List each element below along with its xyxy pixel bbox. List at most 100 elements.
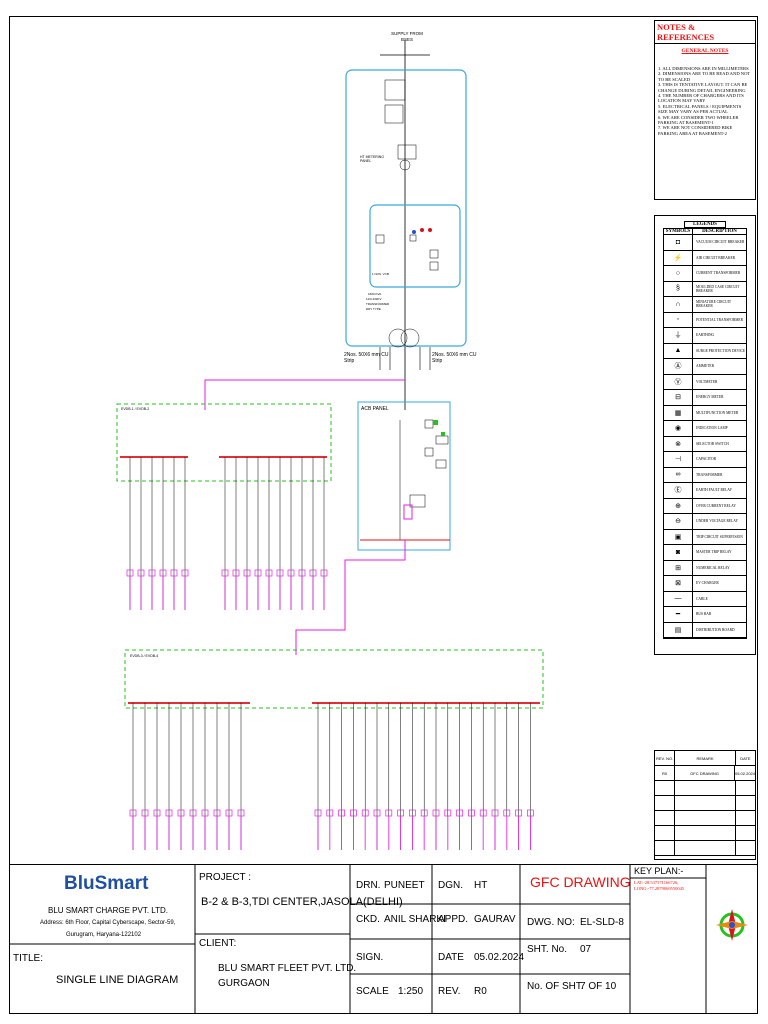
svg-text:Strip: Strip bbox=[344, 358, 355, 364]
drn-label: DRN. bbox=[356, 880, 381, 891]
svg-text:TRANSFORMER: TRANSFORMER bbox=[366, 302, 390, 306]
legend-description: VOLTMETER bbox=[696, 379, 718, 384]
revision-empty-row bbox=[655, 826, 755, 841]
client-label: CLIENT: bbox=[199, 938, 237, 949]
legend-row: ⊞NUMERICAL RELAY bbox=[664, 560, 746, 576]
legend-row: ◦POTENTIAL TRANSFORMER bbox=[664, 312, 746, 328]
supply-label: SUPPLY FROM bbox=[391, 31, 423, 36]
revision-cell: GFC DRAWING bbox=[675, 766, 735, 780]
revision-cell bbox=[736, 811, 755, 825]
legend-description: SURGE PROTECTION DEVICE bbox=[696, 348, 746, 353]
legend-row: ⊟ENERGY METER bbox=[664, 390, 746, 406]
drawing-status: GFC DRAWING bbox=[530, 874, 631, 890]
legend-description: TRIP CIRCUIT SUPERVISION bbox=[696, 534, 743, 539]
ckd-value: ANIL SHARKI bbox=[384, 914, 446, 925]
legend-description: VACUUM CIRCUIT BREAKER bbox=[696, 240, 745, 245]
drn-value: PUNEET bbox=[384, 880, 425, 891]
note-item: 4. THE NUMBER OF CHARGERS AND ITS LOCATI… bbox=[658, 93, 744, 104]
dgn-label: DGN. bbox=[438, 880, 463, 891]
svg-text:2Nos. 50X6 mm CU: 2Nos. 50X6 mm CU bbox=[432, 352, 477, 358]
title-block bbox=[9, 864, 758, 1015]
legend-description: CURRENT TRANSFORMER bbox=[696, 271, 741, 276]
revision-cell bbox=[675, 781, 736, 795]
note-item: 5. ELECTRICAL PANELS / EQUIPMENTS SIZE M… bbox=[658, 103, 742, 115]
evdb-lower-label: EVDB-3 / EVDB-4 bbox=[130, 654, 158, 658]
ht-panel-label: HT METERING bbox=[360, 155, 384, 159]
legend-symbol-icon: ○ bbox=[664, 266, 693, 281]
legend-row: ▣TRIP CIRCUIT SUPERVISION bbox=[664, 529, 746, 545]
sht-label: SHT. No. bbox=[527, 944, 568, 955]
legend-symbol-icon: Ⓐ bbox=[664, 359, 693, 374]
legend-description: AIR CIRCUIT BREAKER bbox=[696, 255, 736, 260]
client-value-1: BLU SMART FLEET PVT. LTD. bbox=[218, 963, 357, 974]
revision-cell bbox=[675, 841, 736, 855]
legend-description: OVER CURRENT RELAY bbox=[696, 503, 736, 508]
revision-empty-row bbox=[655, 796, 755, 811]
legend-col-symbol: SYMBOLS bbox=[664, 229, 693, 234]
title-label: TITLE: bbox=[13, 953, 44, 964]
legend-row: ∞TRANSFORMER bbox=[664, 467, 746, 483]
client-value-2: GURGAON bbox=[218, 978, 270, 989]
revision-cell bbox=[736, 841, 755, 855]
revision-empty-row bbox=[655, 841, 755, 856]
legend-symbol-icon: ⏚ bbox=[664, 328, 693, 343]
legend-description: EARTH FAULT RELAY bbox=[696, 488, 733, 493]
legend-symbol-icon: ▲ bbox=[664, 343, 693, 358]
company-address-2: Gurugram, Haryana-122102 bbox=[66, 932, 142, 938]
legend-symbol-icon: ⊖ bbox=[664, 514, 693, 529]
date-label: DATE bbox=[438, 952, 464, 963]
svg-text:DRY TYPE: DRY TYPE bbox=[366, 307, 381, 311]
evdb-upper-enclosure bbox=[116, 403, 332, 482]
legend-row: —CABLE bbox=[664, 591, 746, 607]
company-logo: BluSmart bbox=[64, 873, 149, 894]
legend-row: ⏚EARTHING bbox=[664, 328, 746, 344]
svg-text:Strip: Strip bbox=[432, 358, 443, 364]
revision-cell bbox=[675, 826, 736, 840]
notes-box: NOTES & REFERENCES GENERAL NOTES 1. ALL … bbox=[654, 20, 756, 200]
revision-cell bbox=[655, 826, 676, 840]
legend-symbol-icon: ▦ bbox=[664, 405, 693, 420]
revision-cell: 05.02.2024 bbox=[734, 770, 756, 776]
revision-cell bbox=[655, 841, 676, 855]
svg-text:1600 KVA: 1600 KVA bbox=[368, 292, 381, 296]
legend-row: ▤DISTRIBUTION BOARD bbox=[664, 622, 746, 638]
project-label: PROJECT : bbox=[199, 872, 252, 883]
date-value: 05.02.2024 bbox=[474, 952, 525, 963]
sht-value: 07 bbox=[580, 944, 592, 955]
legend-symbol-icon: § bbox=[664, 281, 693, 296]
revision-cell bbox=[655, 781, 676, 795]
legend-symbol-icon: ◙ bbox=[664, 545, 693, 560]
sign-label: SIGN. bbox=[356, 952, 384, 963]
nsht-value: 7 OF 10 bbox=[580, 981, 617, 992]
company-name: BLU SMART CHARGE PVT. LTD. bbox=[48, 906, 169, 915]
legend-symbol-icon: ∞ bbox=[664, 467, 693, 482]
note-item: 1. ALL DIMENSIONS ARE IN MILLIMETERS bbox=[658, 66, 749, 71]
legend-symbol-icon: ⊠ bbox=[664, 576, 693, 591]
legend-symbol-icon: ◉ bbox=[664, 421, 693, 436]
legend-row: ⊕OVER CURRENT RELAY bbox=[664, 498, 746, 514]
legend-description: MULTIFUNCTION METER bbox=[696, 410, 739, 415]
legend-row: ◘VACUUM CIRCUIT BREAKER bbox=[664, 235, 746, 251]
svg-text:11/0.433KV: 11/0.433KV bbox=[366, 297, 381, 301]
keyplan-long: LONG:-77.2879069550045 bbox=[634, 886, 685, 891]
legend-col-desc: DESCRIPTION bbox=[702, 229, 737, 234]
revision-cell bbox=[736, 796, 755, 810]
legend-symbol-icon: ◘ bbox=[664, 235, 693, 250]
legend-description: UNDER VOLTAGE RELAY bbox=[696, 519, 739, 524]
legend-description: MOULDED CASE CIRCUIT BREAKER bbox=[696, 284, 740, 293]
legend-description: SELECTOR SWITCH bbox=[696, 441, 729, 446]
legend-description: MASTER TRIP RELAY bbox=[696, 550, 732, 555]
notes-subheader: GENERAL NOTES bbox=[681, 48, 729, 54]
legend-description: INDICATION LAMP bbox=[696, 426, 728, 431]
notes-header: NOTES & REFERENCES bbox=[655, 21, 755, 44]
legend-description: EARTHING bbox=[696, 333, 715, 338]
legend-row: ▦MULTIFUNCTION METER bbox=[664, 405, 746, 421]
keyplan-label: KEY PLAN:- bbox=[634, 866, 684, 876]
ht-panel-enclosure bbox=[345, 69, 467, 347]
legend-description: BUS BAR bbox=[696, 612, 712, 617]
revision-cell bbox=[675, 811, 736, 825]
legend-symbol-icon: ⊟ bbox=[664, 390, 693, 405]
